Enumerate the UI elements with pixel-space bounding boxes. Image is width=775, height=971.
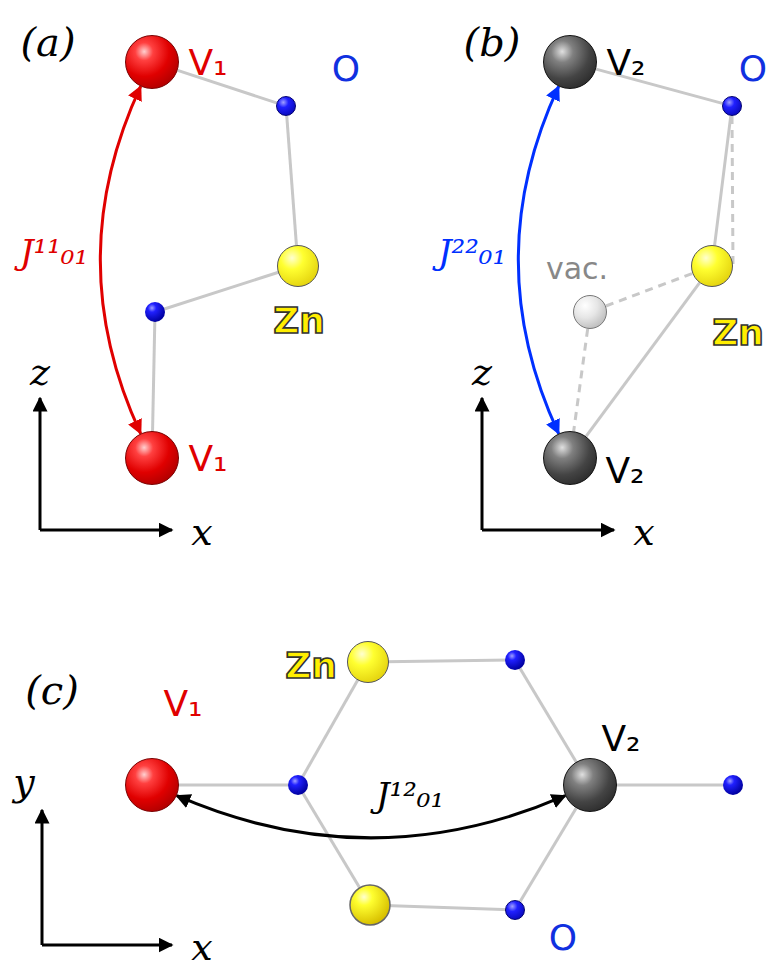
vanadium-atom: V₁ xyxy=(125,35,179,89)
atom-label: O xyxy=(549,920,577,956)
axis-label: x xyxy=(191,928,212,966)
oxygen-atom: O xyxy=(505,900,525,920)
exchange-arrow xyxy=(100,86,140,433)
atom-label: V₂ xyxy=(601,721,640,757)
vacancy-site: vac. xyxy=(573,295,607,329)
atom-label: V₂ xyxy=(605,453,644,489)
axis-label: x xyxy=(633,513,654,551)
zinc-atom: Zn xyxy=(347,641,389,683)
exchange-label: J²²₀₁ xyxy=(436,234,508,270)
axis-label: y xyxy=(13,763,34,801)
vanadium-atom: V₁ xyxy=(125,758,179,812)
zinc-atom: Zn xyxy=(691,245,733,287)
atom-label: V₁ xyxy=(188,45,227,81)
panel-label: (a) xyxy=(20,22,75,62)
atom-label: O xyxy=(739,51,767,87)
bonds xyxy=(152,266,733,910)
exchange-label: J¹¹₀₁ xyxy=(18,234,90,270)
oxygen-atom: O xyxy=(722,96,742,116)
atom-label: Zn xyxy=(712,315,764,351)
axis-label: z xyxy=(472,353,492,391)
bond-line xyxy=(732,116,733,266)
axis-label: x xyxy=(191,513,212,551)
vanadium-atom: V₂ xyxy=(543,431,597,485)
atom-label: vac. xyxy=(546,254,608,284)
bond-line xyxy=(715,116,731,245)
bond-line xyxy=(520,808,576,901)
bond-line xyxy=(574,329,588,431)
vanadium-atom: V₁ xyxy=(125,431,179,485)
axes xyxy=(40,398,614,945)
exchange-label: J¹²₀₁ xyxy=(374,777,446,813)
axis-label: z xyxy=(30,353,50,391)
unlabeled-atoms xyxy=(145,302,743,925)
atom-label: V₂ xyxy=(606,45,645,81)
zinc-atom: Zn xyxy=(277,245,319,287)
atom-label: V₁ xyxy=(163,686,202,722)
atom-label: Zn xyxy=(273,303,325,339)
atom-label: V₁ xyxy=(188,441,227,477)
exchange-arrow xyxy=(177,796,565,838)
vanadium-atom: V₂ xyxy=(543,35,597,89)
vanadium-atom: V₂ xyxy=(563,758,617,812)
atom-label: Zn xyxy=(285,648,337,684)
panel-label: (b) xyxy=(464,22,521,62)
oxygen-atom: O xyxy=(276,96,296,116)
bond-line xyxy=(287,116,297,245)
panel-label: (c) xyxy=(25,670,79,710)
bond-line xyxy=(606,273,692,306)
atom-label: O xyxy=(332,51,360,87)
